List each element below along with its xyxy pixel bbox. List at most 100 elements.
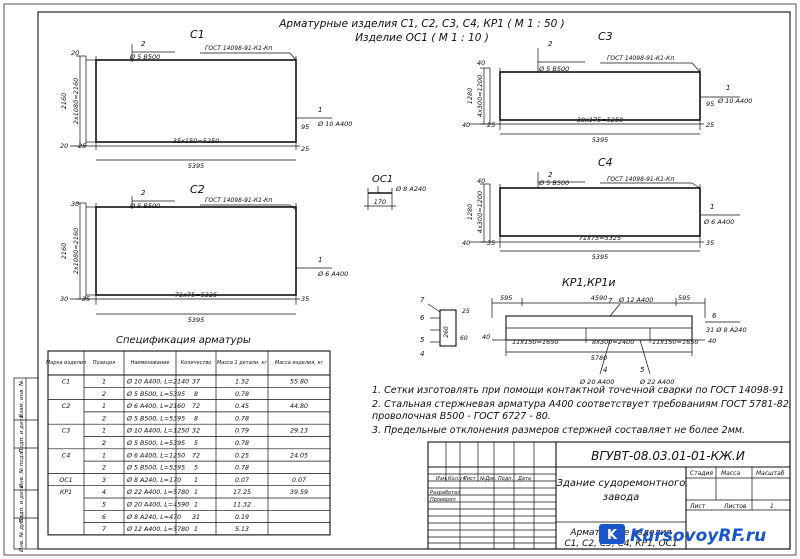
c2-dim-lb: 35 (82, 295, 90, 303)
c2-dim-bl: 30 (60, 295, 68, 303)
c2-pos1: 1 (318, 256, 322, 264)
spec-cell-qty: 32 (192, 428, 200, 435)
strip-label-3: Инв. № подл. (19, 450, 25, 488)
spec-header-1: Позиция (93, 360, 115, 366)
note-3: проволочная В500 - ГОСТ 6727 - 80. (372, 411, 551, 422)
c2-bar2: Ø 5 В500 (129, 202, 160, 210)
spec-row: 5 Ø 20 А400, L=4590 1 11.32 (102, 501, 251, 509)
c1-pos2: 2 (141, 40, 146, 48)
spec-cell-pos: 5 (102, 502, 106, 509)
c2-height-inner: 2х1080=2160 (72, 228, 80, 275)
spec-cell-mass: 0.07 (235, 477, 249, 484)
spec-cell-name: Ø 5 В500, L=5395 (126, 439, 185, 447)
inner-frame (37, 11, 791, 550)
kp1-dim-er: 40 (708, 337, 716, 345)
oc1-length: 170 (374, 198, 386, 206)
mesh-c4: С4 2 Ø 5 В500 ГОСТ 14098-91-К1-Кп 1 Ø 6 … (462, 156, 740, 261)
spec-cell-name: Ø 5 В500, L=5395 (126, 390, 185, 398)
kp1-title: КР1,КР1и (562, 276, 616, 289)
c4-length: 5395 (592, 253, 609, 261)
spec-cell-mass: 17.25 (233, 489, 251, 496)
c3-pos2: 2 (548, 40, 553, 48)
c3-title: С3 (598, 30, 613, 43)
c1-dim-right: 95 (301, 123, 309, 131)
spec-cell-mass: 0.78 (235, 391, 249, 398)
kp1-dim-mid: 4590 (591, 294, 608, 302)
spec-title: Спецификация арматуры (116, 335, 251, 346)
spec-cell-name: Ø 6 А400, L=1250 (126, 451, 185, 459)
spec-cell-name: Ø 5 В500, L=5395 (126, 464, 185, 472)
frame-kp1: КР1,КР1и 595 4590 595 7 Ø 12 А400 6 31 Ø… (420, 276, 747, 386)
project-name-1: Здание судоремонтного (557, 478, 686, 489)
spec-header-3: Количество (181, 360, 212, 366)
spec-cell-mass: 11.32 (233, 502, 251, 509)
c1-spacing: 35х150=5250 (173, 137, 220, 145)
kp1-sp3: 11х150=1650 (652, 338, 699, 346)
tb-scale: Масштаб (756, 470, 785, 477)
kp1-sec-t: 25 (462, 308, 470, 315)
c3-dim-rb: 25 (706, 121, 714, 129)
c3-dim-top: 40 (477, 59, 485, 67)
spec-cell-name: Ø 10 А400, L=2140 (126, 378, 189, 386)
spec-cell-total: 29.13 (290, 428, 308, 435)
kp1-sec-h: 60 (460, 335, 468, 342)
mesh-c3: С3 2 Ø 5 В500 ГОСТ 14098-91-К1-Кп 1 Ø 10… (462, 30, 752, 144)
c4-dim-lb: 35 (487, 239, 495, 247)
c1-dim-lb: 25 (78, 142, 86, 150)
c1-dim-bl: 20 (60, 142, 68, 150)
spec-cell-mass: 0.25 (235, 452, 249, 459)
c4-dim-bl: 40 (462, 239, 470, 247)
tb-developed: Разработал (430, 490, 461, 496)
spec-cell-qty: 72 (192, 403, 200, 410)
c2-rect (95, 206, 297, 296)
tb-col-list: Лист (462, 476, 477, 482)
tb-col-izm: Изм. (436, 476, 448, 482)
c2-title: С2 (190, 183, 205, 196)
kp1-dim-l: 595 (500, 294, 512, 302)
watermark-logo-letter: K (607, 528, 618, 543)
spec-cell-pos: 1 (102, 379, 106, 386)
tb-col-podp: Подп. (498, 476, 513, 482)
note-4: 3. Предельные отклонения размеров стержн… (372, 425, 745, 436)
c2-height: 2160 (60, 243, 68, 260)
c3-length: 5395 (592, 136, 609, 144)
spec-cell-pos: 3 (102, 477, 106, 484)
kp1-sec7: 7 (420, 296, 425, 304)
c1-gost: ГОСТ 14098-91-К1-Кп (205, 45, 272, 52)
sheet-title-1: Арматурные изделия С1, С2, С3, С4, КР1 (… (278, 18, 565, 30)
c4-title: С4 (598, 156, 613, 169)
c2-length: 5395 (188, 316, 205, 324)
kp1-bar5: Ø 22 А400 (639, 378, 674, 386)
spec-cell-name: Ø 20 А400, L=4590 (126, 501, 189, 509)
strip-label-5: Инв. № дубл. (19, 514, 25, 552)
c3-rect (499, 71, 701, 121)
spec-cell-mass: 0.79 (235, 428, 249, 435)
spec-cell-pos: 4 (102, 489, 106, 496)
c4-rect (499, 187, 701, 237)
kp1-bar7: Ø 12 А400 (618, 296, 653, 304)
c3-gost: ГОСТ 14098-91-К1-Кп (607, 55, 674, 62)
spec-cell-name: Ø 12 А400, L=5780 (126, 525, 189, 533)
c4-bar2: Ø 5 В500 (538, 179, 569, 187)
watermark-logo (599, 524, 625, 544)
spec-cell-name: Ø 6 А400, L=2160 (126, 402, 185, 410)
binding-strip: Взам. инв. № Подп. и дата Инв. № подл. П… (13, 377, 39, 552)
mesh-c2: С2 2 Ø 5 В500 ГОСТ 14098-91-К1-Кп 1 Ø 6 … (60, 183, 348, 324)
c4-pos1: 1 (710, 203, 714, 211)
spec-cell-total: 24.05 (290, 452, 308, 459)
spec-cell-name: Ø 8 А240, L=470 (126, 513, 181, 521)
c1-height: 2160 (60, 93, 68, 110)
c3-height: 1280 (466, 88, 474, 105)
item-oc1: ОС1 Ø 8 А240 170 (364, 174, 426, 210)
tb-col-data: Дата (517, 476, 531, 482)
spec-cell-qty: 1 (194, 502, 198, 509)
outer-frame (3, 3, 797, 556)
spec-cell-mark: С3 (62, 428, 70, 435)
c4-gost: ГОСТ 14098-91-К1-Кп (607, 176, 674, 183)
kp1-dim-el: 40 (482, 333, 490, 341)
c4-height: 1280 (466, 204, 474, 221)
